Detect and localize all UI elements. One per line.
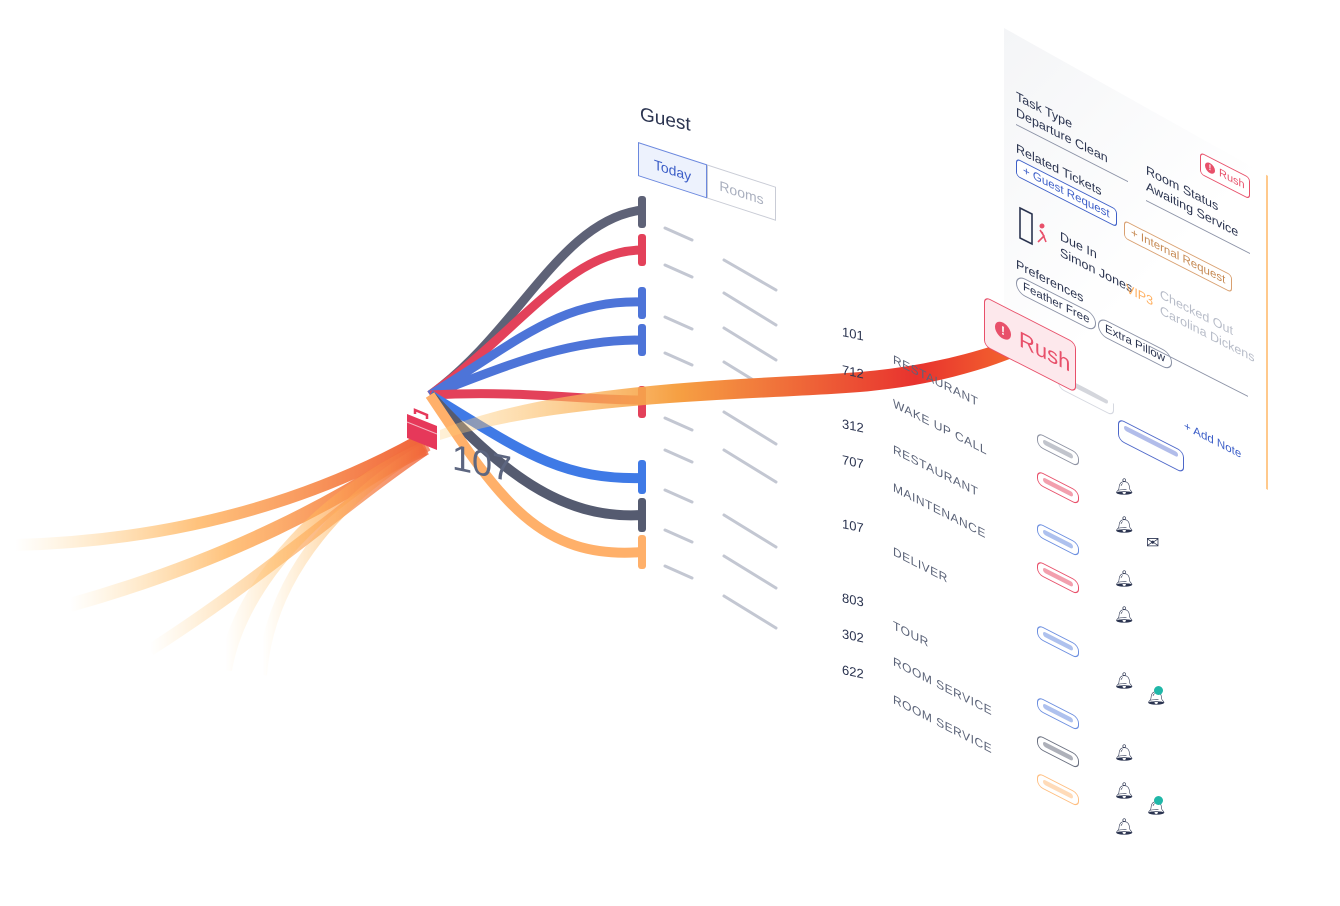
branch-endpoints <box>638 196 646 569</box>
door-exit-icon <box>1019 206 1047 246</box>
alert-icon: ! <box>995 318 1011 343</box>
guest-list-placeholders <box>663 226 778 630</box>
notification-bell-icon[interactable]: 🔔︎ <box>1146 796 1166 816</box>
bell-icon[interactable]: 🔔︎ <box>1114 783 1135 800</box>
inflow-stream <box>14 434 423 551</box>
branch-flow <box>427 297 643 399</box>
inflow-stream <box>257 441 431 676</box>
bell-icon[interactable]: 🔔︎ <box>1114 673 1135 690</box>
alert-icon: ! <box>1205 160 1215 176</box>
bell-filled-icon[interactable]: 🔔︎ <box>1114 819 1135 836</box>
suitcase-icon <box>406 408 438 450</box>
bell-icon[interactable]: 🔔︎ <box>1114 571 1135 588</box>
branch-flow <box>428 335 643 400</box>
notification-bell-icon[interactable]: 🔔︎ <box>1146 686 1166 706</box>
envelope-icon[interactable]: ✉ <box>1146 535 1160 552</box>
priority-arrow <box>440 310 1120 440</box>
bell-icon[interactable]: 🔔︎ <box>1114 745 1135 762</box>
bell-icon[interactable]: 🔔︎ <box>1114 479 1135 496</box>
branch-flow <box>427 390 643 484</box>
bell-icon[interactable]: 🔔︎ <box>1114 607 1135 624</box>
bell-icon[interactable]: 🔔︎ <box>1114 517 1135 534</box>
branch-flow <box>426 391 643 521</box>
